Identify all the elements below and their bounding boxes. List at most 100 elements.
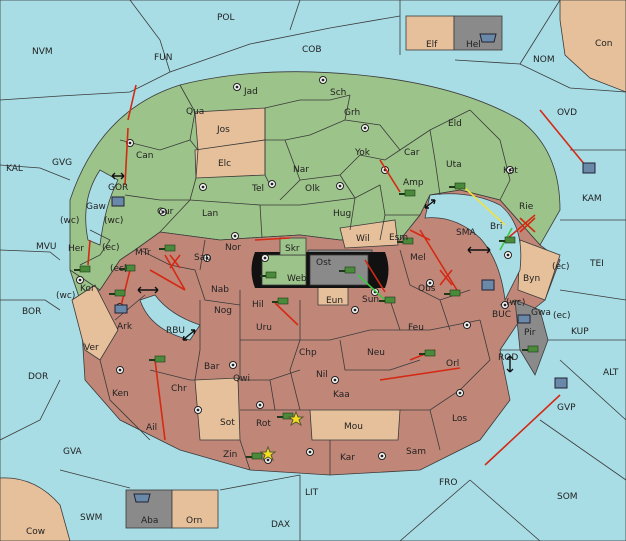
label-uru: Uru xyxy=(256,323,272,333)
label-kar: Kar xyxy=(340,453,355,463)
label-elc: Elc xyxy=(218,159,231,169)
label-nor: Nor xyxy=(225,243,241,253)
label-rod: ROD xyxy=(498,353,518,363)
label-gwa: Gwa xyxy=(531,308,551,318)
tank-unit xyxy=(419,349,436,357)
label-ost: Ost xyxy=(316,258,332,268)
label-sch: Sch xyxy=(330,88,346,98)
label-wc3: (wc) xyxy=(506,298,525,308)
cow-territory[interactable] xyxy=(0,477,71,541)
mou-territory[interactable] xyxy=(309,409,401,441)
label-qwi: Qwi xyxy=(233,374,250,384)
label-mtr: MTr xyxy=(135,248,151,258)
label-nar: Nar xyxy=(293,165,309,175)
label-gva: GVA xyxy=(63,447,83,457)
label-nom: NOM xyxy=(533,55,555,65)
label-nab: Nab xyxy=(211,285,229,295)
con-territory[interactable] xyxy=(559,0,626,93)
label-aba: Aba xyxy=(141,516,158,526)
label-hel: Hel xyxy=(466,40,481,50)
province-borders xyxy=(69,84,521,475)
label-bor: BOR xyxy=(22,307,41,317)
tank-unit xyxy=(379,296,396,304)
label-ovd: OVD xyxy=(557,108,577,118)
label-kor: Kor xyxy=(80,284,95,294)
tank-unit xyxy=(119,264,136,272)
label-dor: DOR xyxy=(28,372,48,382)
label-wc1: (wc) xyxy=(60,216,79,226)
label-fro: FRO xyxy=(439,478,458,488)
label-tel: Tel xyxy=(251,184,264,194)
label-bar: Bar xyxy=(204,362,220,372)
label-gaw: Gaw xyxy=(86,202,106,212)
fleet-unit xyxy=(517,314,531,324)
label-wc2: (wc) xyxy=(56,291,75,301)
label-hil: Hil xyxy=(252,300,264,310)
ver-territory[interactable] xyxy=(71,284,119,361)
gor-lake[interactable] xyxy=(85,169,119,246)
label-elf: Elf xyxy=(426,40,438,50)
label-gor: GOR xyxy=(108,183,128,193)
label-sma: SMA xyxy=(456,228,476,238)
label-alt: ALT xyxy=(603,368,619,378)
wil-territory[interactable] xyxy=(339,219,399,249)
label-sap: Sap xyxy=(194,253,211,263)
label-con: Con xyxy=(595,39,613,49)
label-yok: Yok xyxy=(354,148,371,158)
sma-sea[interactable] xyxy=(424,193,522,302)
label-pir: Pir xyxy=(524,328,536,338)
label-lan: Lan xyxy=(202,209,218,219)
label-som: SOM xyxy=(557,492,578,502)
units xyxy=(74,33,596,503)
skr-territory[interactable] xyxy=(279,237,307,256)
label-skr: Skr xyxy=(285,244,300,254)
label-mvu: MVU xyxy=(36,242,57,252)
label-nog: Nog xyxy=(214,306,232,316)
elf-territory[interactable] xyxy=(405,15,455,51)
label-uta: Uta xyxy=(446,160,462,170)
fleet-unit xyxy=(479,33,497,43)
fleet-unit xyxy=(481,279,495,291)
fleet-unit xyxy=(582,162,596,174)
label-orl: Orl xyxy=(446,359,459,369)
ost-inner[interactable] xyxy=(309,254,369,286)
label-cob: COB xyxy=(302,45,322,55)
label-wil: Wil xyxy=(356,234,370,244)
tank-unit xyxy=(449,182,466,190)
tank-unit xyxy=(272,297,289,305)
label-ec2: (ec) xyxy=(552,262,570,272)
label-buc: BUC xyxy=(492,310,511,320)
label-orn: Orn xyxy=(186,516,202,526)
orn-territory[interactable] xyxy=(171,489,219,529)
label-ark: Ark xyxy=(117,322,133,332)
label-kam: KAM xyxy=(582,194,602,204)
label-sun: Sun xyxy=(362,295,379,305)
cut-markers xyxy=(169,217,536,286)
label-sot: Sot xyxy=(220,418,235,428)
label-ec4: (ec) xyxy=(553,311,571,321)
tank-unit xyxy=(522,345,539,353)
hel-territory[interactable] xyxy=(453,15,503,51)
label-eld: Eld xyxy=(448,119,462,129)
label-los: Los xyxy=(452,414,467,424)
fleet-unit xyxy=(133,493,151,503)
label-fun: FUN xyxy=(154,53,173,63)
label-qua: Qua xyxy=(186,107,204,117)
tank-unit xyxy=(499,236,516,244)
label-eun: Eun xyxy=(326,296,343,306)
label-olk: Olk xyxy=(305,184,321,194)
label-chp: Chp xyxy=(299,348,317,358)
label-byn: Byn xyxy=(523,274,540,284)
label-rbu: RBU xyxy=(166,326,185,336)
label-mou: Mou xyxy=(344,422,363,432)
label-can: Can xyxy=(136,151,154,161)
label-cow: Cow xyxy=(26,527,45,537)
label-car: Car xyxy=(404,148,420,158)
tank-unit xyxy=(397,237,414,245)
star-marker xyxy=(287,410,305,427)
label-obs: Obs xyxy=(418,284,436,294)
map-labels: POL NVM FUN COB NOM Con Elf Hel OVD KAL … xyxy=(6,13,619,537)
star-marker xyxy=(259,445,277,462)
tank-unit xyxy=(399,189,416,197)
